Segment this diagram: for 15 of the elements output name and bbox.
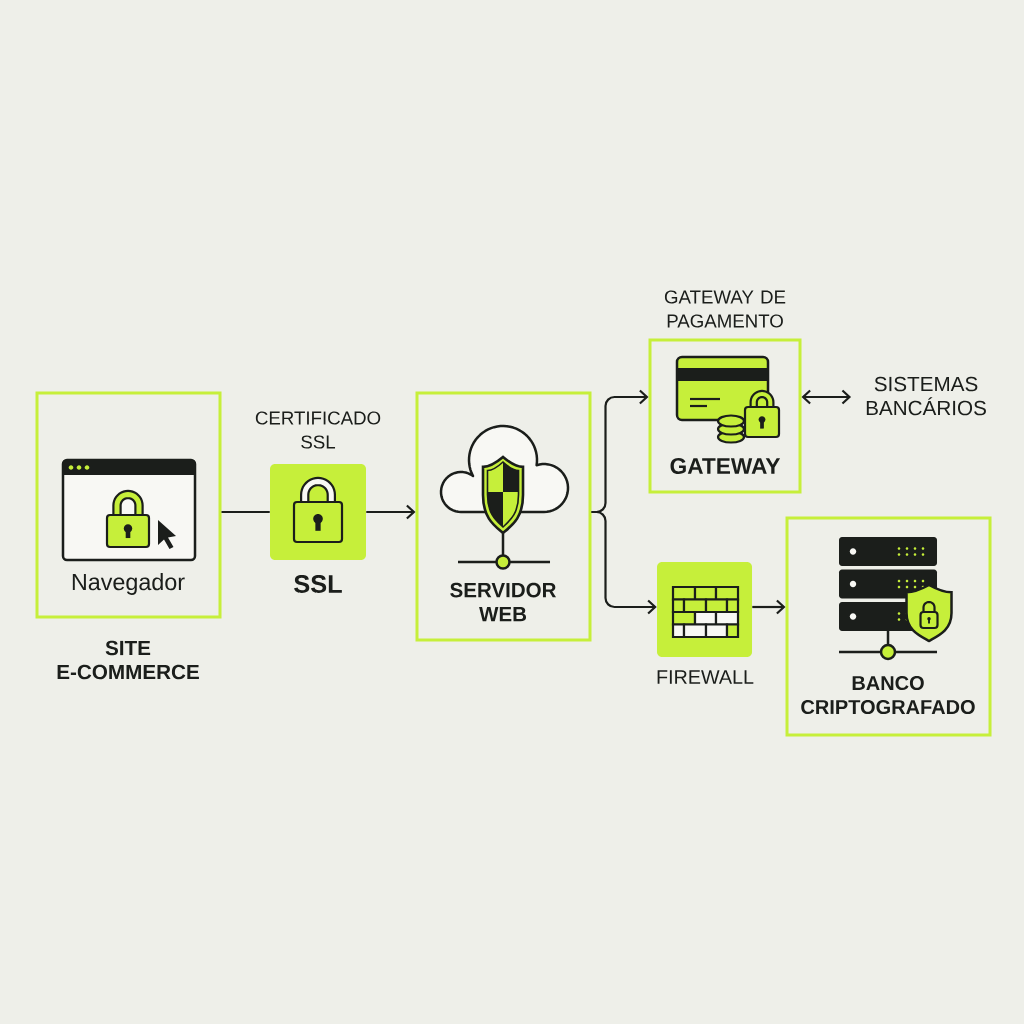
node-label: SSL: [294, 575, 342, 593]
component-frame: BANCO CRIPTOGRAFADO: [785, 516, 992, 737]
arrow: [366, 504, 416, 520]
arrow: [591, 510, 657, 615]
node-label: GATEWAY DE PAGAMENTO: [664, 290, 786, 328]
node-label: SISTEMAS BANCÁRIOS: [866, 376, 986, 416]
node-label: CERTIFICADO SSL: [255, 411, 381, 449]
connector-line: [221, 510, 270, 514]
component-frame: SERVIDOR WEB: [415, 391, 592, 642]
component-frame: Navegador: [35, 391, 222, 619]
node-label: SITE E-COMMERCE: [57, 640, 199, 680]
arrow: [801, 389, 852, 405]
node-label: FIREWALL: [657, 670, 754, 684]
arrow: [752, 599, 786, 615]
component-frame: GATEWAY: [648, 338, 802, 494]
